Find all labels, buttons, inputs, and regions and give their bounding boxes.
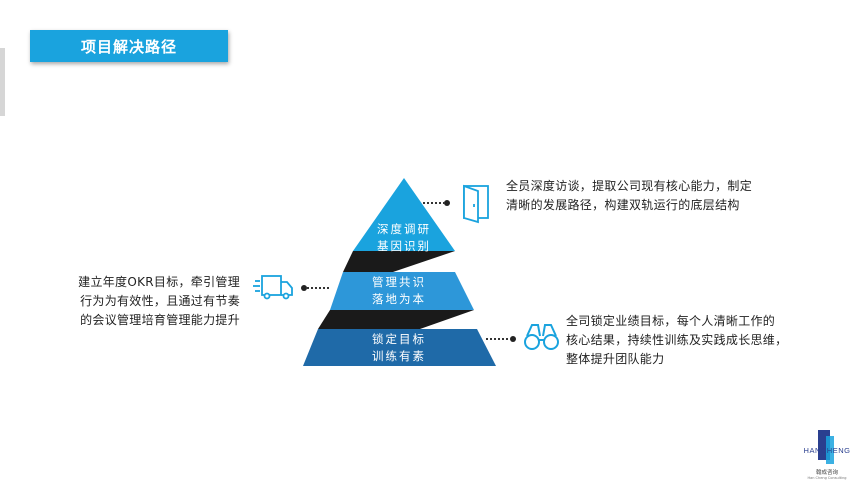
connector-bottom-dot: [510, 336, 516, 342]
binoculars-icon: [524, 324, 559, 350]
tier-bottom-line1: 锁定目标: [372, 332, 426, 346]
logo-chinese-name: 翰成咨询: [815, 470, 838, 476]
tier-middle-line1: 管理共识: [372, 275, 426, 289]
pyramid-tier-bottom: [303, 329, 496, 366]
section-title: 项目解决路径: [80, 37, 177, 56]
pyramid-link-top-middle: [343, 251, 455, 272]
left-edge-bar: [0, 48, 5, 116]
door-icon: [463, 184, 489, 224]
description-bottom: 全司锁定业绩目标，每个人清晰工作的 核心结果，持续性训练及实践成长思维， 整体提…: [566, 312, 787, 369]
connector-middle-dot: [301, 285, 307, 291]
description-middle-line: 的会议管理培育管理能力提升: [80, 313, 240, 327]
section-title-banner: 项目解决路径: [30, 30, 228, 62]
description-middle-line: 行为为有效性，且通过有节奏: [80, 294, 240, 308]
description-middle-line: 建立年度OKR目标，牵引管理: [78, 275, 240, 289]
tier-middle-line2: 落地为本: [372, 292, 426, 306]
description-bottom-line: 整体提升团队能力: [566, 352, 665, 366]
pyramid-link-middle-bottom: [318, 310, 474, 329]
description-middle: 建立年度OKR目标，牵引管理 行为为有效性，且通过有节奏 的会议管理培育管理能力…: [55, 273, 240, 330]
pyramid-tier-top: [353, 178, 455, 251]
connector-top-dot: [444, 200, 450, 206]
logo-wordmark: HANCHENG: [803, 446, 851, 455]
logo-english-name: Han Cheng Consulting: [807, 476, 847, 480]
description-top-line: 全员深度访谈，提取公司现有核心能力，制定: [506, 179, 753, 193]
description-top-line: 清晰的发展路径，构建双轨运行的底层结构: [506, 198, 740, 212]
pyramid-tier-middle: [330, 272, 474, 310]
description-bottom-line: 核心结果，持续性训练及实践成长思维，: [566, 333, 788, 347]
tier-top-line1: 深度调研: [377, 222, 431, 236]
tier-middle-label: 管理共识 落地为本: [359, 274, 439, 308]
tier-top-label: 深度调研 基因识别: [364, 221, 444, 255]
truck-icon: [253, 275, 293, 300]
company-logo: [818, 430, 834, 464]
description-top: 全员深度访谈，提取公司现有核心能力，制定 清晰的发展路径，构建双轨运行的底层结构: [506, 177, 752, 215]
tier-bottom-label: 锁定目标 训练有素: [359, 331, 439, 365]
tier-bottom-line2: 训练有素: [372, 349, 426, 363]
tier-top-line2: 基因识别: [377, 239, 431, 253]
description-bottom-line: 全司锁定业绩目标，每个人清晰工作的: [566, 314, 776, 328]
